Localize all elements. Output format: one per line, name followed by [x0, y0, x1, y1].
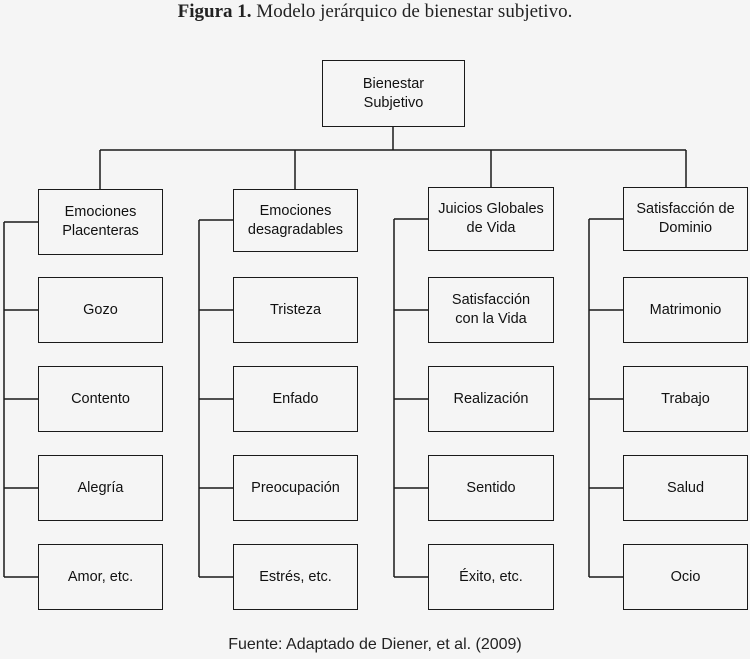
item-label: Preocupación — [251, 479, 340, 496]
item-node: Preocupación — [233, 455, 358, 521]
item-node: Enfado — [233, 366, 358, 432]
category-label: Emociones desagradables — [247, 202, 344, 238]
item-node: Trabajo — [623, 366, 748, 432]
item-node: Matrimonio — [623, 277, 748, 343]
item-label: Contento — [71, 390, 130, 407]
item-label: Satisfacción con la Vida — [451, 292, 531, 327]
category-label: Emociones Placenteras — [62, 204, 139, 239]
item-label: Realización — [453, 390, 529, 407]
item-node: Satisfacción con la Vida — [428, 277, 554, 343]
root-node: Bienestar Subjetivo — [322, 60, 465, 127]
category-node-satisfaccion-dominio: Satisfacción de Dominio — [623, 187, 748, 251]
figure-caption: Figura 1. Modelo jerárquico de bienestar… — [0, 1, 750, 23]
category-label: Juicios Globales de Vida — [438, 201, 544, 236]
item-label: Tristeza — [269, 301, 322, 318]
item-label: Éxito, etc. — [459, 568, 523, 585]
item-node: Alegría — [38, 455, 163, 521]
item-node: Salud — [623, 455, 748, 521]
item-label: Matrimonio — [649, 301, 722, 318]
source-note: Fuente: Adaptado de Diener, et al. (2009… — [228, 636, 522, 653]
item-node: Sentido — [428, 455, 554, 521]
item-label: Amor, etc. — [67, 568, 134, 585]
item-label: Estrés, etc. — [259, 568, 332, 585]
category-node-emociones-placenteras: Emociones Placenteras — [38, 189, 163, 255]
category-node-emociones-desagradables: Emociones desagradables — [233, 189, 358, 252]
item-label: Trabajo — [661, 390, 710, 407]
item-node: Estrés, etc. — [233, 544, 358, 610]
item-label: Enfado — [272, 390, 319, 407]
figure-label: Figura 1. — [177, 1, 252, 22]
item-node: Realización — [428, 366, 554, 432]
item-label: Alegría — [77, 479, 124, 496]
item-node: Ocio — [623, 544, 748, 610]
root-label: Bienestar Subjetivo — [362, 75, 425, 111]
figure-title: Modelo jerárquico de bienestar subjetivo… — [256, 1, 573, 22]
item-label: Sentido — [466, 479, 516, 496]
category-node-juicios-globales: Juicios Globales de Vida — [428, 187, 554, 251]
category-label: Satisfacción de Dominio — [636, 201, 735, 236]
item-node: Éxito, etc. — [428, 544, 554, 610]
item-node: Contento — [38, 366, 163, 432]
item-node: Tristeza — [233, 277, 358, 343]
item-label: Salud — [666, 479, 705, 496]
item-node: Gozo — [38, 277, 163, 343]
item-label: Ocio — [670, 568, 701, 585]
item-node: Amor, etc. — [38, 544, 163, 610]
item-label: Gozo — [83, 301, 118, 318]
